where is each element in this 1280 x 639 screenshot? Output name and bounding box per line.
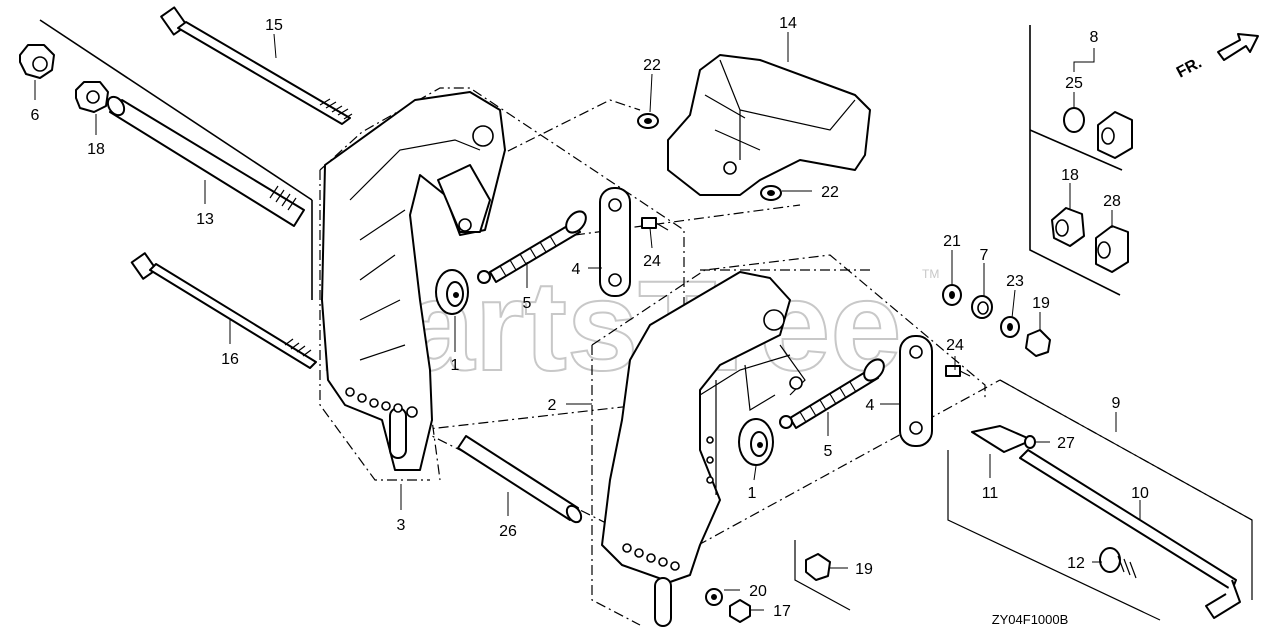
o-ring-25 [1063, 107, 1085, 133]
tilt-rod-10 [1019, 449, 1241, 619]
cover-14 [667, 54, 871, 196]
clip-27 [1024, 435, 1036, 449]
callout-19-upper: 19 [1032, 295, 1050, 312]
callout-6: 6 [31, 107, 40, 124]
watermark-trademark: TM [922, 267, 939, 281]
nut-28 [1095, 225, 1129, 273]
nut-18-right [1051, 207, 1085, 247]
leader-lines [34, 32, 1141, 611]
washer-20 [705, 588, 723, 606]
callout-14: 14 [779, 15, 797, 32]
callout-17: 17 [773, 603, 791, 620]
bolt-16 [130, 252, 317, 369]
callout-20: 20 [749, 583, 767, 600]
tube-13 [106, 95, 305, 227]
washer-23 [1000, 316, 1020, 338]
callout-8: 8 [1090, 29, 1099, 46]
callout-18-right: 18 [1061, 167, 1079, 184]
callouts: 15 6 18 13 16 1 5 4 22 24 14 22 3 26 2 1… [31, 15, 1149, 620]
bolt-24-lower [945, 365, 971, 377]
callout-12: 12 [1067, 555, 1085, 572]
callout-10: 10 [1131, 485, 1149, 502]
callout-24-lower: 24 [946, 337, 964, 354]
callout-7: 7 [980, 247, 989, 264]
washer-22-lower [760, 185, 782, 201]
washer-21 [942, 284, 962, 306]
washer-22-upper [637, 113, 659, 129]
callout-22-upper: 22 [643, 57, 661, 74]
spring-12 [1099, 547, 1137, 579]
front-direction-indicator: FR. [1174, 33, 1259, 82]
direction-label: FR. [1174, 54, 1205, 81]
nut-6 [19, 44, 55, 79]
callout-26: 26 [499, 523, 517, 540]
bushing-1-right [738, 418, 774, 466]
callout-9: 9 [1112, 395, 1121, 412]
callout-15: 15 [265, 17, 283, 34]
spring-washer-7 [971, 295, 993, 319]
callout-24-upper: 24 [643, 253, 661, 270]
callout-18-left: 18 [87, 141, 105, 158]
callout-13: 13 [196, 211, 214, 228]
callout-5-lower: 5 [824, 443, 833, 460]
tilt-bolt-5-upper [477, 210, 587, 284]
diagram-code: ZY04F1000B [992, 612, 1069, 627]
cap-nut-19-lower [805, 553, 831, 581]
nut-18 [75, 81, 109, 113]
bolt-15 [160, 6, 353, 125]
link-4-lower [899, 335, 933, 447]
callout-5-upper: 5 [523, 295, 532, 312]
link-4-upper [599, 187, 631, 297]
nut-17 [729, 599, 751, 623]
callout-1-right: 1 [748, 485, 757, 502]
callout-21: 21 [943, 233, 961, 250]
callout-22-lower: 22 [821, 184, 839, 201]
callout-25: 25 [1065, 75, 1083, 92]
callout-28: 28 [1103, 193, 1121, 210]
lever-11 [971, 425, 1033, 453]
callout-23: 23 [1006, 273, 1024, 290]
callout-16: 16 [221, 351, 239, 368]
cap-nut-19-upper [1025, 329, 1051, 357]
callout-4-upper: 4 [572, 261, 581, 278]
bushing-1-left [435, 269, 469, 315]
tube-26 [457, 435, 583, 524]
bolt-24-upper [641, 217, 669, 231]
stern-bracket-right-2 [601, 271, 806, 627]
callout-11: 11 [982, 485, 999, 502]
arrow-right-icon [1217, 33, 1259, 61]
stern-bracket-left-3 [321, 91, 506, 471]
callout-4-lower: 4 [866, 397, 875, 414]
callout-3: 3 [397, 517, 406, 534]
callout-1-left: 1 [451, 357, 460, 374]
callout-2: 2 [548, 397, 557, 414]
callout-27: 27 [1057, 435, 1075, 452]
callout-19-lower: 19 [855, 561, 873, 578]
nut-8 [1097, 111, 1133, 159]
tilt-bolt-5-lower [779, 358, 885, 429]
frame-lines-left [39, 19, 313, 300]
